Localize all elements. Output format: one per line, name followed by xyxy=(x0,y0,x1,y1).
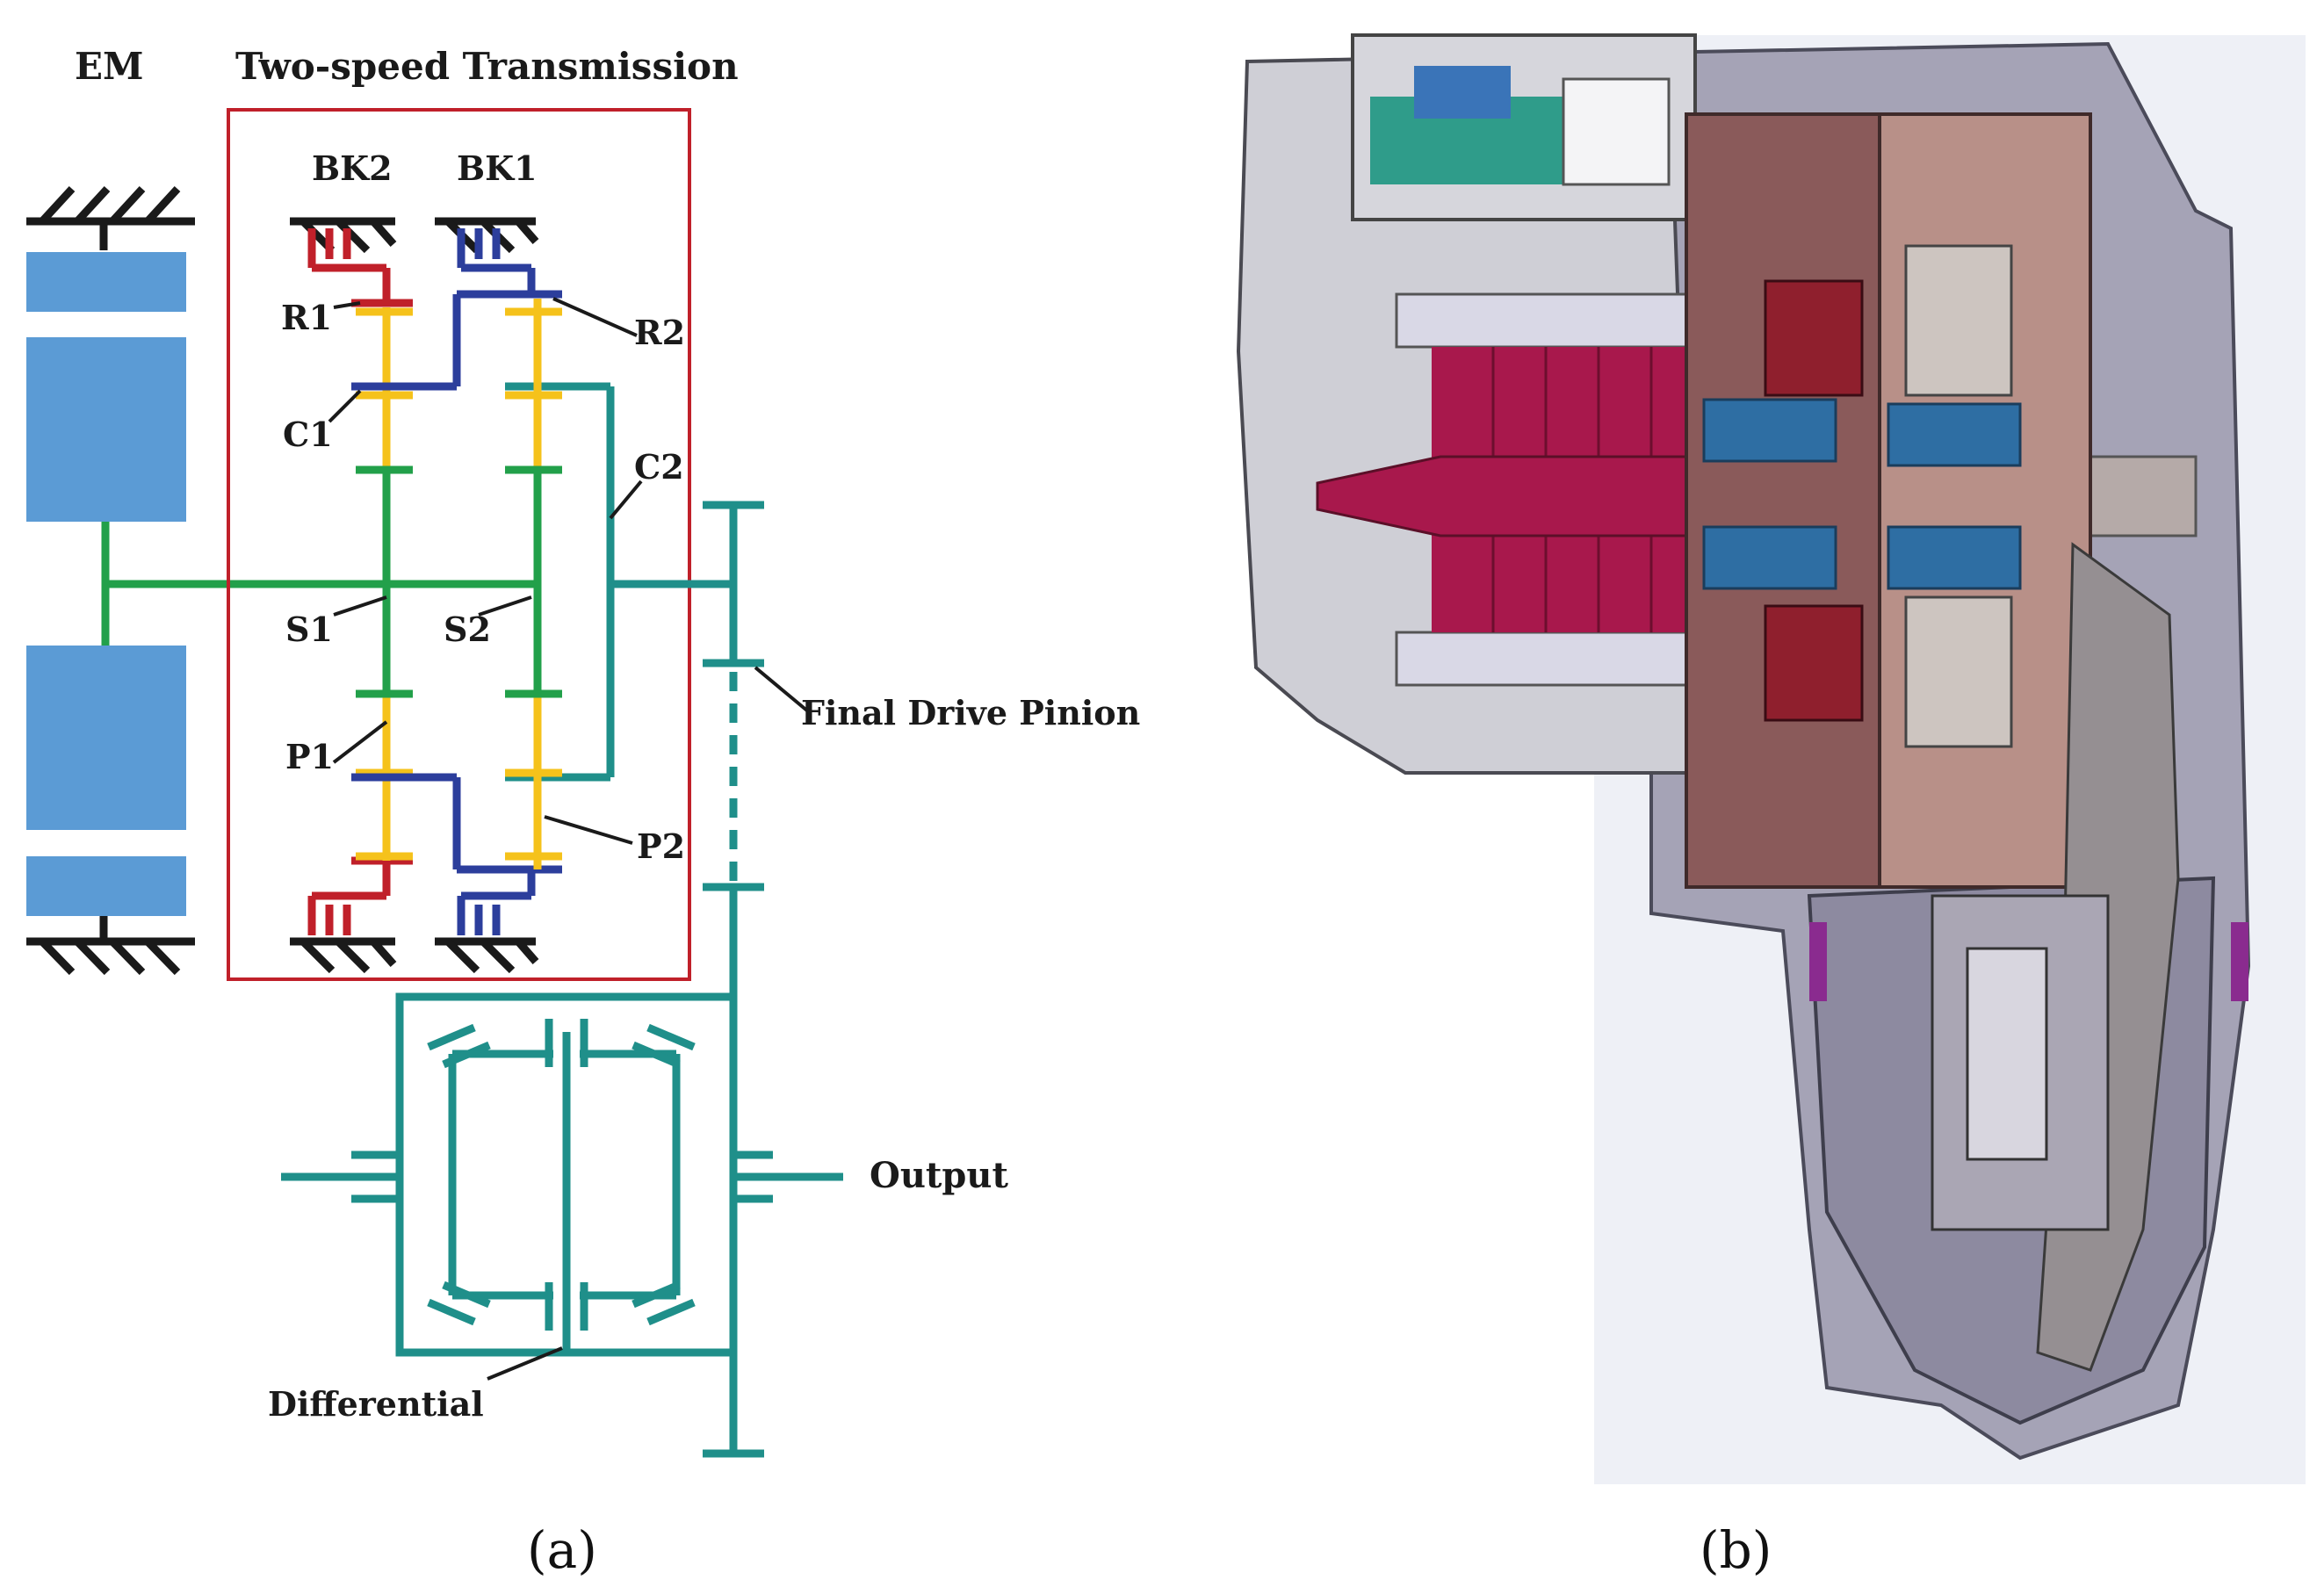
leader-lines xyxy=(328,297,810,1381)
schematic-panel: EM Two-speed Transmission BK2 BK1 R1 R2 … xyxy=(26,45,1140,1580)
em-ground-bottom xyxy=(26,913,195,976)
em-stator-bottom xyxy=(26,856,186,916)
em-rotor-bottom xyxy=(26,646,186,830)
transmission-label: Two-speed Transmission xyxy=(235,45,739,88)
s2-label: S2 xyxy=(444,610,491,649)
p1-label: P1 xyxy=(285,737,334,776)
r2-label: R2 xyxy=(634,313,685,352)
em-rotor-top xyxy=(26,337,186,522)
clutch-pack-bottom xyxy=(1904,595,2013,748)
flange-top xyxy=(1809,922,1827,1001)
differential xyxy=(281,988,843,1357)
cutaway-panel: (b) xyxy=(1236,33,2306,1580)
em-label: EM xyxy=(75,45,144,88)
planetary-housing-right xyxy=(1878,112,2092,889)
brake-bk2-bottom xyxy=(290,856,413,974)
caption-b: (b) xyxy=(1700,1520,1772,1580)
stator-bottom-band xyxy=(1395,631,1697,687)
differential-pinion xyxy=(1966,947,2048,1161)
brake-bk2-top xyxy=(290,217,413,307)
final-drive-label: Final Drive Pinion xyxy=(801,693,1140,732)
differential-label: Differential xyxy=(268,1384,484,1424)
c2-label: C2 xyxy=(634,447,684,487)
planet-gear-bottom xyxy=(1764,604,1864,722)
inverter-module xyxy=(1414,66,1511,119)
sun-gear-hub-bottom xyxy=(1702,525,1837,590)
planet-gear-top xyxy=(1764,279,1864,397)
carrier-c2 xyxy=(505,382,733,782)
brake-bk1-bottom xyxy=(351,773,562,974)
sun-gear-hub-right-bottom xyxy=(1887,525,2022,590)
inverter-window xyxy=(1562,77,1671,186)
em-motor xyxy=(26,252,186,916)
output-label: Output xyxy=(870,1155,1008,1196)
caption-a: (a) xyxy=(527,1520,597,1580)
bk1-label: BK1 xyxy=(457,148,538,188)
sun-gears xyxy=(356,465,562,698)
sun-gear-hub-top xyxy=(1702,398,1837,463)
carrier-c1 xyxy=(351,382,457,782)
transmission-box xyxy=(227,108,691,981)
r1-label: R1 xyxy=(281,298,332,337)
em-ground-top xyxy=(26,185,195,250)
sun-gear-hub-right-top xyxy=(1887,402,2022,467)
stator-top-band xyxy=(1395,292,1697,349)
clutch-pack-top xyxy=(1904,244,2013,397)
c1-label: C1 xyxy=(283,415,333,454)
flange-right xyxy=(2231,922,2248,1001)
bk2-label: BK2 xyxy=(312,148,393,188)
p2-label: P2 xyxy=(637,826,685,866)
s1-label: S1 xyxy=(285,610,333,649)
em-stator-top xyxy=(26,252,186,312)
